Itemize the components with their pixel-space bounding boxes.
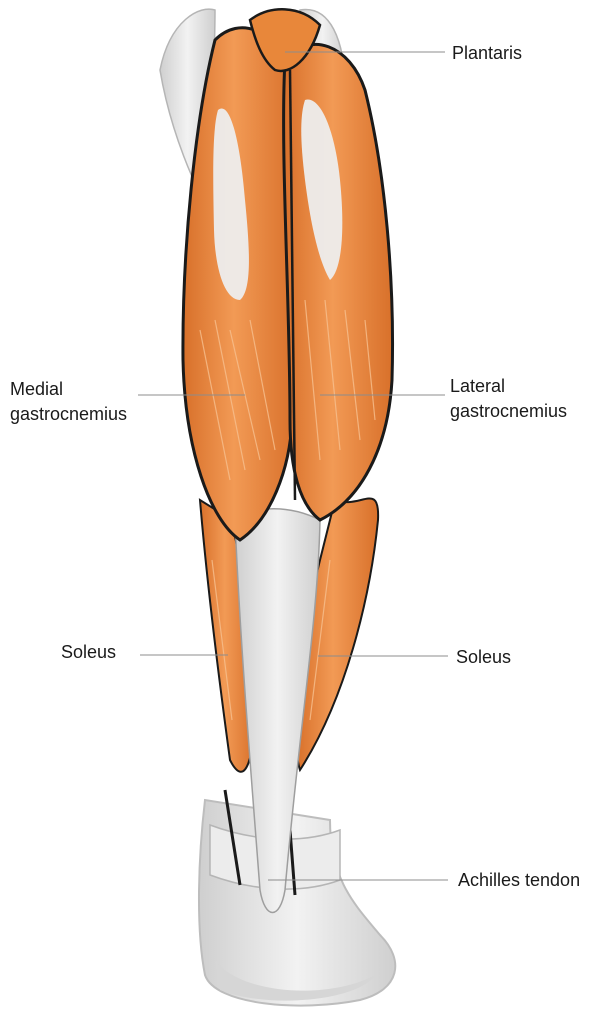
label-lateral-gastrocnemius: Lateral gastrocnemius xyxy=(450,374,567,424)
label-medial-line2: gastrocnemius xyxy=(10,402,127,427)
label-soleus-right: Soleus xyxy=(456,645,511,670)
label-achilles-tendon: Achilles tendon xyxy=(458,868,580,893)
label-soleus-left: Soleus xyxy=(61,640,116,665)
label-lateral-line1: Lateral xyxy=(450,374,567,399)
label-lateral-line2: gastrocnemius xyxy=(450,399,567,424)
label-medial-line1: Medial xyxy=(10,377,127,402)
lateral-gastrocnemius-shape xyxy=(284,44,393,520)
label-plantaris: Plantaris xyxy=(452,41,522,66)
label-medial-gastrocnemius: Medial gastrocnemius xyxy=(10,377,127,427)
